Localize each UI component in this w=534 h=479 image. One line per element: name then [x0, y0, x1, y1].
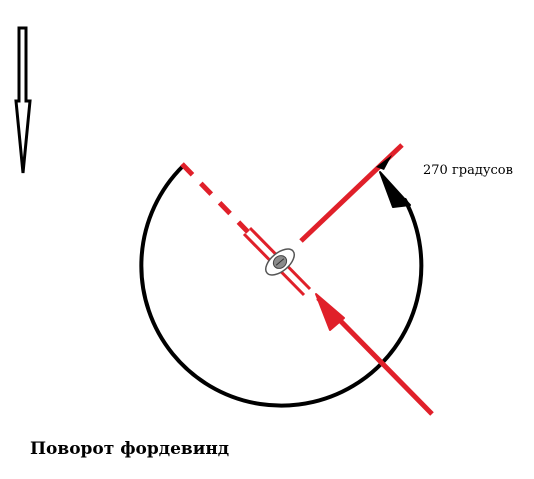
dashed-course-line: [180, 162, 250, 234]
wind-direction-arrow-icon: [14, 26, 32, 174]
diagram-caption: Поворот фордевинд: [30, 439, 230, 459]
course-lines: [180, 143, 434, 416]
turn-arc-arrowhead: [379, 171, 411, 208]
incoming-course-arrowhead: [315, 293, 345, 331]
turn-angle-label: 270 градусов: [423, 163, 513, 178]
sailboat-icon: [265, 248, 295, 276]
outgoing-course-arrowhead: [376, 155, 392, 170]
turn-arc: [139, 164, 424, 408]
